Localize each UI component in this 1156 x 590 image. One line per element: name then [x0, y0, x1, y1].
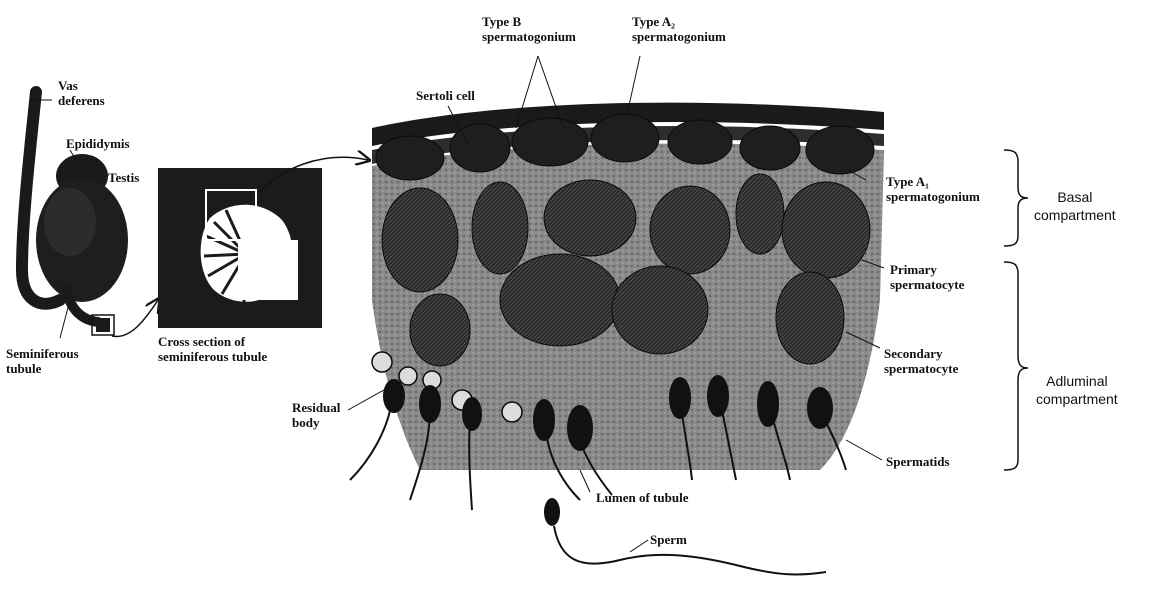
label-vas-deferens-line1: Vas: [58, 78, 105, 93]
label-type-a1: Type A₁ spermatogonium: [886, 174, 980, 204]
label-sertoli-cell: Sertoli cell: [416, 88, 475, 103]
label-cross-section-line2: seminiferous tubule: [158, 349, 267, 364]
label-type-a2: Type A₂ spermatogonium: [632, 14, 726, 44]
label-lumen: Lumen of tubule: [596, 490, 688, 505]
label-secondary-line1: Secondary: [884, 346, 958, 361]
basal-brace: [1004, 150, 1028, 246]
label-adluminal-compartment: Adluminal compartment: [1036, 372, 1118, 408]
label-primary-line2: spermatocyte: [890, 277, 964, 292]
label-type-a2-line1: Type A₂: [632, 14, 726, 29]
adluminal-brace: [1004, 262, 1028, 470]
label-secondary-spermatocyte: Secondary spermatocyte: [884, 346, 958, 376]
label-testis: Testis: [108, 170, 139, 185]
label-seminiferous-tubule-line1: Seminiferous: [6, 346, 79, 361]
label-type-b-line1: Type B: [482, 14, 576, 29]
label-secondary-line2: spermatocyte: [884, 361, 958, 376]
compartment-braces: [1004, 150, 1028, 470]
label-sperm: Sperm: [650, 532, 687, 547]
label-type-b-line2: spermatogonium: [482, 29, 576, 44]
label-primary-spermatocyte: Primary spermatocyte: [890, 262, 964, 292]
label-vas-deferens: Vas deferens: [58, 78, 105, 108]
label-primary-line1: Primary: [890, 262, 964, 277]
label-seminiferous-tubule-line2: tubule: [6, 361, 79, 376]
label-vas-deferens-line2: deferens: [58, 93, 105, 108]
label-basal-line2: compartment: [1034, 206, 1116, 224]
label-type-a2-line2: spermatogonium: [632, 29, 726, 44]
label-residual-line2: body: [292, 415, 340, 430]
label-cross-section-line1: Cross section of: [158, 334, 267, 349]
testis-illustration: [22, 92, 158, 338]
label-epididymis: Epididymis: [66, 136, 130, 151]
cross-section-panel: [158, 157, 368, 328]
label-spermatids: Spermatids: [886, 454, 950, 469]
label-type-a1-line2: spermatogonium: [886, 189, 980, 204]
label-basal-compartment: Basal compartment: [1034, 188, 1116, 224]
label-residual-line1: Residual: [292, 400, 340, 415]
label-adluminal-line2: compartment: [1036, 390, 1118, 408]
label-residual-body: Residual body: [292, 400, 340, 430]
label-adluminal-line1: Adluminal: [1036, 372, 1118, 390]
label-cross-section: Cross section of seminiferous tubule: [158, 334, 267, 364]
label-type-a1-line1: Type A₁: [886, 174, 980, 189]
label-type-b: Type B spermatogonium: [482, 14, 576, 44]
label-basal-line1: Basal: [1034, 188, 1116, 206]
label-seminiferous-tubule: Seminiferous tubule: [6, 346, 79, 376]
